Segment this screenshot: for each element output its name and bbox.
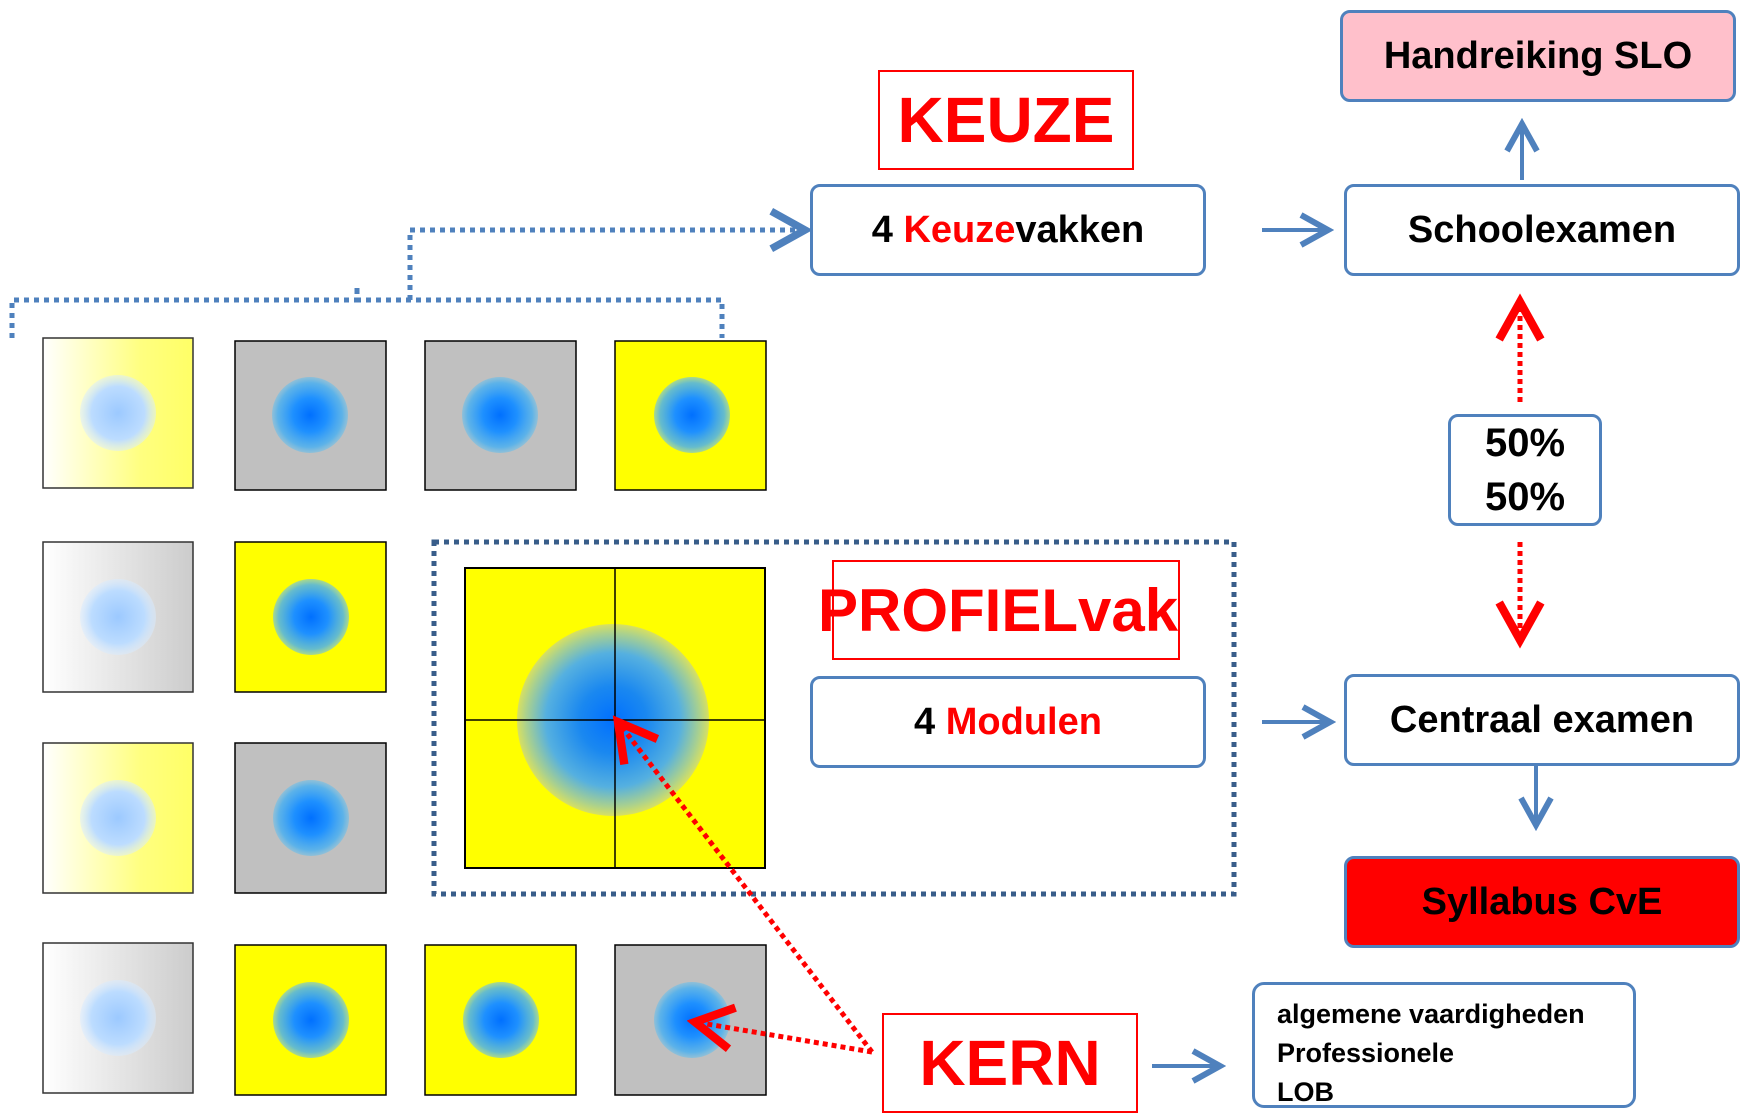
modulen-box: 4 Modulen xyxy=(810,676,1206,768)
kern-item: LOB xyxy=(1277,1077,1334,1107)
keuzevakken-highlight: Keuze xyxy=(903,208,1016,251)
keuzevakken-count: 4 xyxy=(871,208,893,251)
tile-dot xyxy=(80,980,156,1056)
centraal-examen-box: Centraal examen xyxy=(1344,674,1740,766)
syllabus-box: Syllabus CvE xyxy=(1344,856,1740,948)
keuze-brace-connector xyxy=(407,230,805,300)
weight-schoolexamen: 50% xyxy=(1484,421,1566,465)
tile-dot xyxy=(80,579,156,655)
kern-label: KERN xyxy=(882,1013,1138,1113)
profielvak-region xyxy=(431,539,1237,897)
tile-dot xyxy=(463,982,539,1058)
profielvak-label-text: PROFIELvak xyxy=(818,576,1179,644)
modulen-highlight: Modulen xyxy=(945,700,1102,743)
kern-list-box: algemene vaardigheden Professionele LOB xyxy=(1252,982,1636,1108)
kern-item: algemene vaardigheden xyxy=(1277,999,1585,1029)
keuzevakken-rest: vakken xyxy=(1015,208,1145,251)
profielvak-label: PROFIELvak xyxy=(818,560,1180,660)
tile-dot xyxy=(273,780,349,856)
profiel-tile xyxy=(464,567,766,869)
weights-box: 50% 50% xyxy=(1448,414,1602,526)
schoolexamen-box: Schoolexamen xyxy=(1344,184,1740,276)
tile-grid xyxy=(42,337,767,1096)
tile-dot xyxy=(80,780,156,856)
weight-centraal: 50% xyxy=(1484,475,1566,519)
tile-dot xyxy=(273,982,349,1058)
tile-dot xyxy=(273,579,349,655)
kern-item: Professionele xyxy=(1277,1038,1455,1068)
tile-dot xyxy=(654,982,730,1058)
arrow-kern-to-tile xyxy=(695,1022,873,1055)
handreiking-box: Handreiking SLO xyxy=(1340,10,1736,102)
tile-dot xyxy=(654,377,730,453)
keuze-label: KEUZE xyxy=(878,70,1134,170)
keuze-brace xyxy=(9,286,725,338)
tile-dot xyxy=(462,377,538,453)
modulen-count: 4 xyxy=(914,700,936,743)
arrow-kern-to-profiel xyxy=(618,722,874,1054)
tile-dot xyxy=(272,377,348,453)
tile-dot xyxy=(80,375,156,451)
